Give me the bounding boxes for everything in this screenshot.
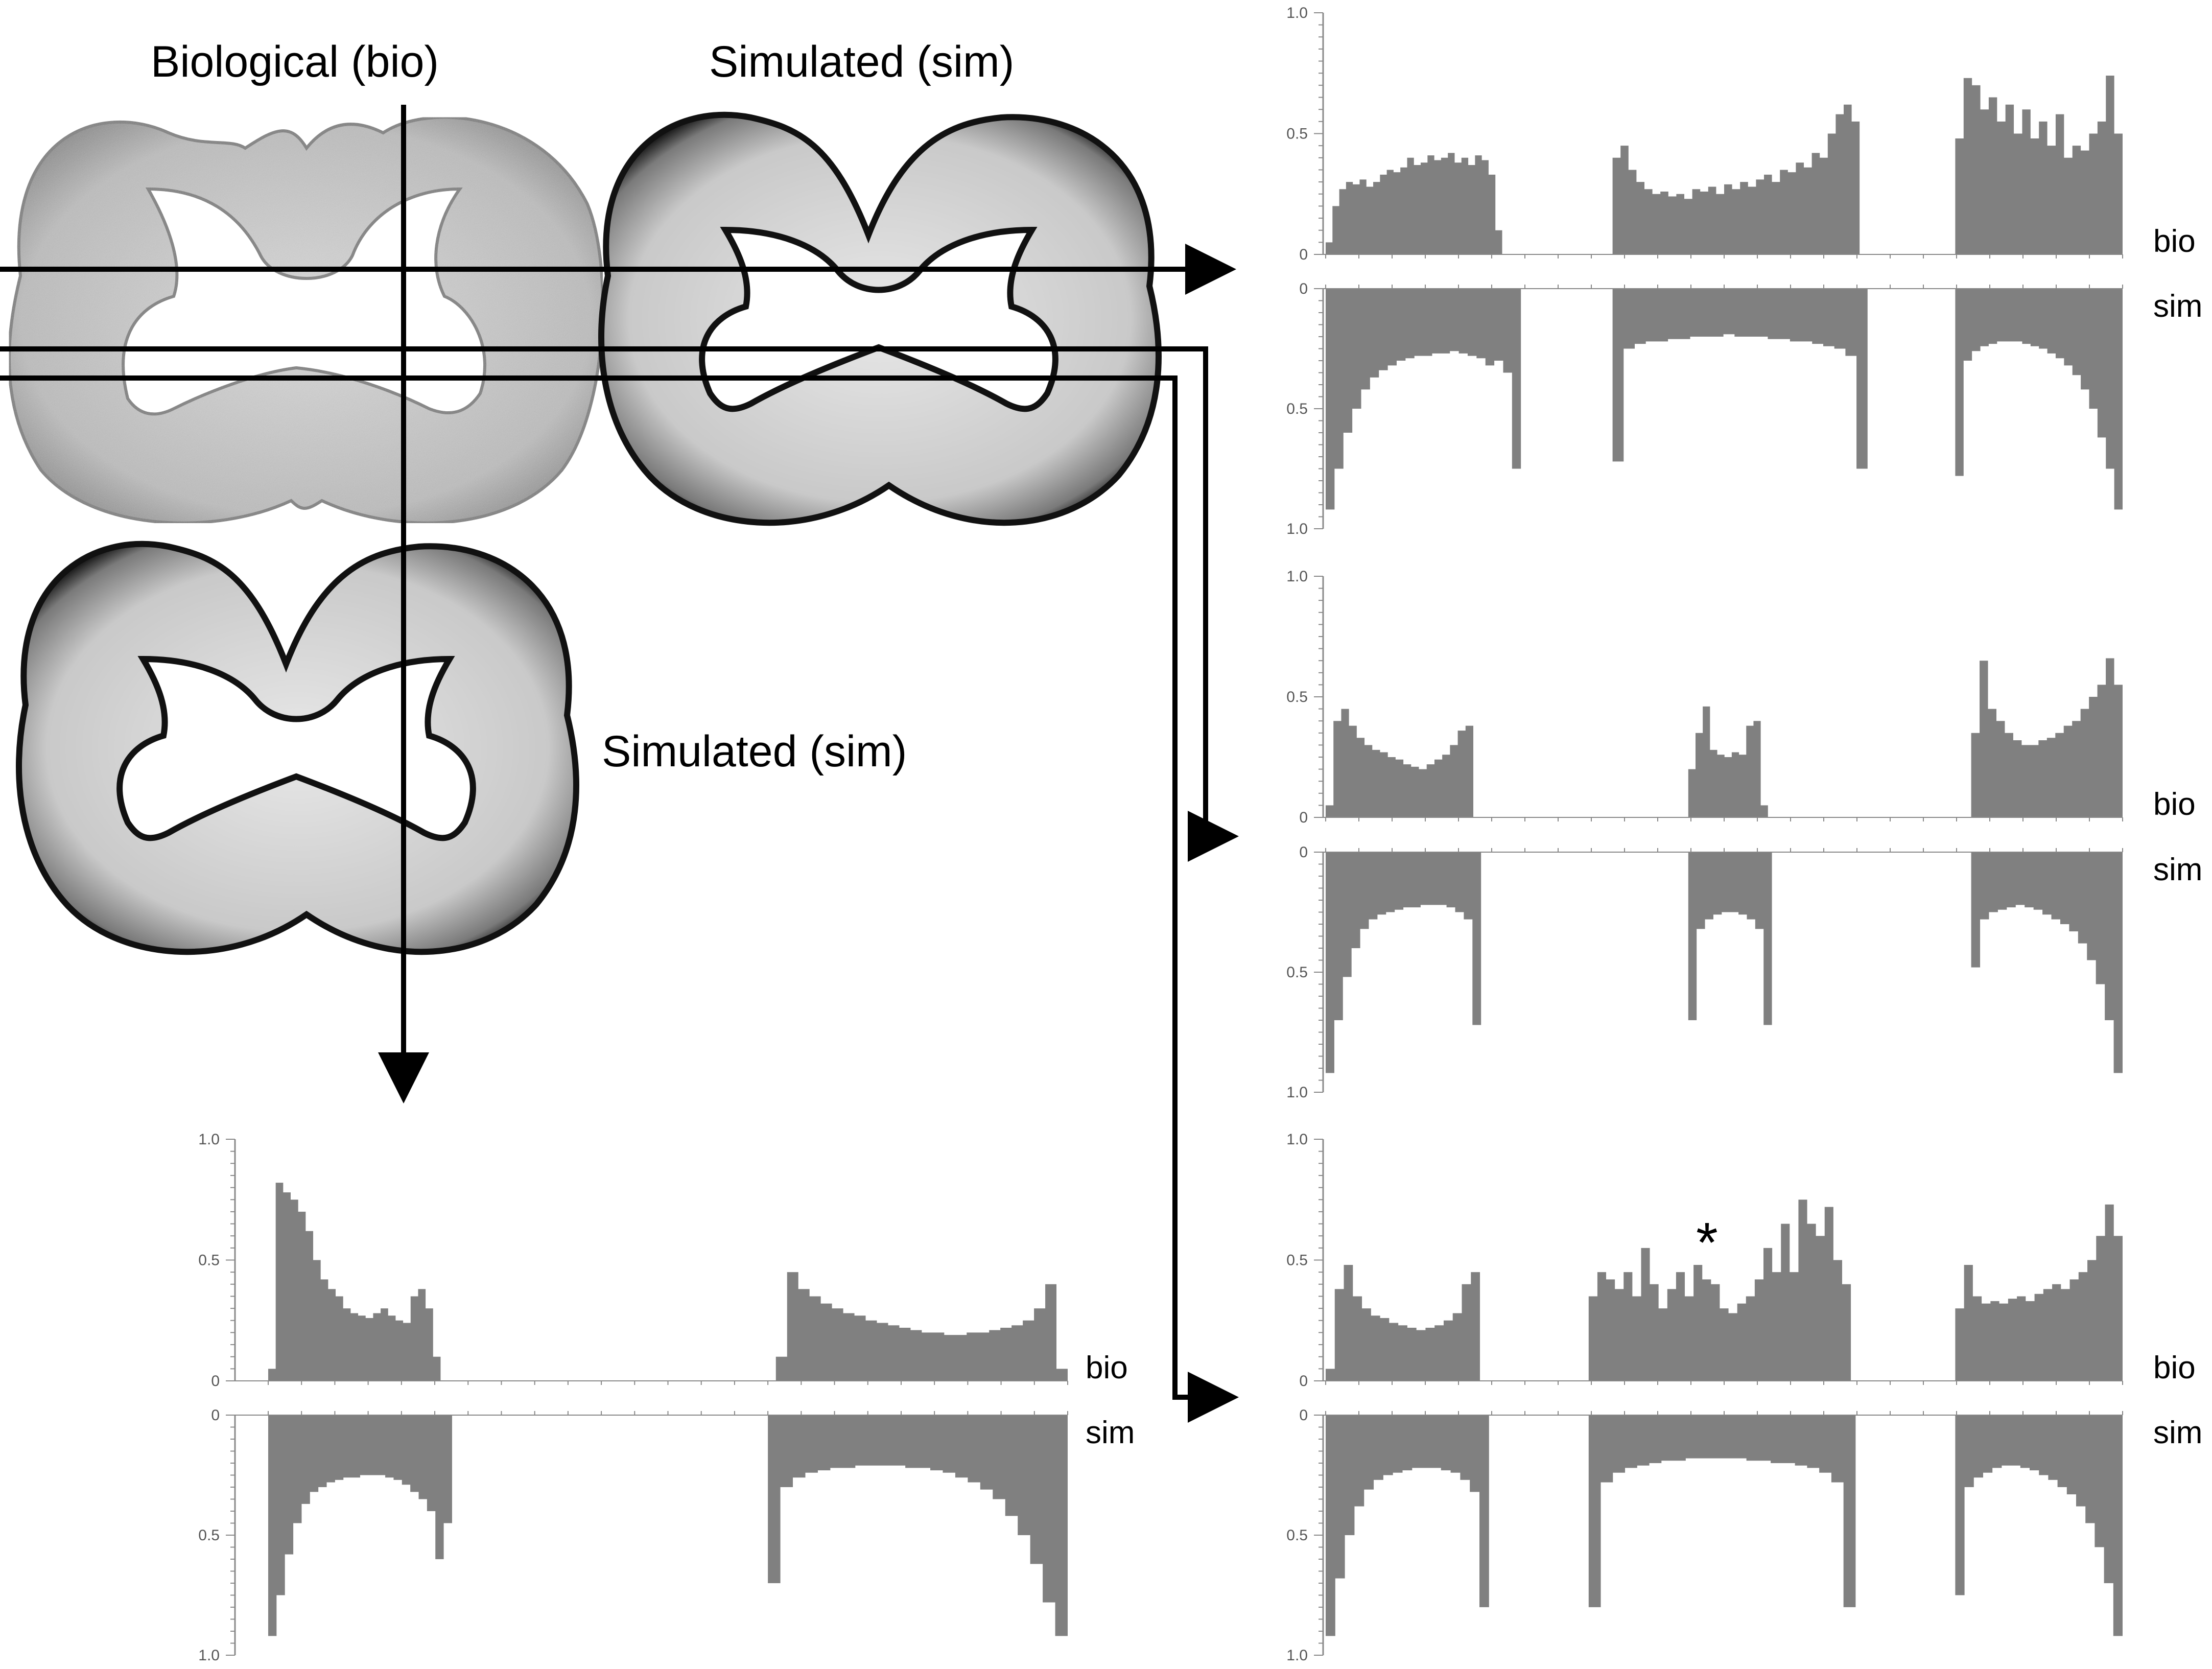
sim-label: sim: [1086, 1415, 1135, 1450]
bio-tick-label: 1.0: [198, 1131, 220, 1148]
scan-line-2: [0, 346, 1239, 862]
bio-area-segment-1: [1326, 1264, 1489, 1381]
profile-chart-vertical: 1.0 0.5 0 0 0.5 1.0 bio sim: [198, 1131, 1135, 1664]
bio-tick-label: 0.5: [1286, 1252, 1308, 1269]
bio-tissue-section: [7, 115, 604, 525]
bio-area-segment-1: [1326, 153, 1509, 254]
sim-tick-label: 0.5: [1286, 964, 1308, 981]
bio-tick-label: 1.0: [1286, 5, 1308, 21]
sim-area-segment-1: [1326, 289, 1521, 510]
sim-label: sim: [2153, 1415, 2202, 1450]
sim-tick-label: 0: [1299, 844, 1308, 861]
sim-label: sim: [2153, 289, 2202, 324]
sim-area-segment-1: [1326, 1415, 1489, 1636]
bio-area-segment-1: [1326, 709, 1481, 817]
bio-tick-label: 0.5: [198, 1252, 220, 1269]
bio-label: bio: [2153, 1350, 2196, 1385]
sim-area-segment-1: [268, 1415, 452, 1636]
bio-area-segment-2: [1612, 104, 1868, 255]
bio-tick-label: 0: [1299, 246, 1308, 263]
sim-area-segment-1: [1326, 852, 1481, 1073]
sim-tick-label: 0.5: [1286, 1527, 1308, 1544]
sim-tick-label: 0.5: [198, 1527, 220, 1544]
bio-area-segment-3: [1955, 1204, 2123, 1381]
sim-tick-label: 0.5: [1286, 401, 1308, 417]
sim-area-segment-2: [768, 1415, 1068, 1636]
sim-tick-label: 0: [1299, 1407, 1308, 1424]
bio-area-segment-2: [775, 1272, 1068, 1381]
bio-tick-label: 0.5: [1286, 126, 1308, 143]
sim-title-top: Simulated (sim): [709, 37, 1014, 86]
bio-tick-label: 0: [211, 1373, 220, 1390]
bio-area-segment-2: [1588, 1200, 1860, 1381]
sim-tissue-section-bottom: [15, 540, 579, 955]
bio-tick-label: 0: [1299, 809, 1308, 826]
sim-tick-label: 0: [211, 1407, 220, 1424]
bio-label: bio: [2153, 787, 2196, 822]
sim-tick-label: 0: [1299, 280, 1308, 297]
sim-tick-label: 1.0: [1286, 521, 1308, 537]
scan-line-3: [0, 375, 1239, 1423]
bio-tick-label: 0: [1299, 1373, 1308, 1390]
sim-area-segment-2: [1588, 1415, 1856, 1607]
sim-title-bottom: Simulated (sim): [602, 727, 907, 776]
sim-tick-label: 1.0: [1286, 1647, 1308, 1664]
bio-tick-label: 1.0: [1286, 1131, 1308, 1148]
profile-chart-line-2: 1.0 0.5 0 0 0.5 1.0 bio sim: [1286, 568, 2202, 1101]
bio-area-segment-1: [268, 1183, 449, 1381]
sim-area-segment-3: [1955, 289, 2123, 510]
sim-tick-label: 1.0: [198, 1647, 220, 1664]
sim-label: sim: [2153, 852, 2202, 887]
sim-area-segment-2: [1612, 289, 1868, 469]
sim-area-segment-3: [1971, 852, 2123, 1073]
bio-area-segment-3: [1971, 658, 2123, 817]
scan-arrows: [0, 105, 1239, 1423]
bio-area-segment-2: [1688, 706, 1768, 817]
sim-area-segment-3: [1955, 1415, 2123, 1636]
bio-area-segment-3: [1955, 75, 2123, 255]
profile-chart-line-1: 1.0 0.5 0 0 0.5 1.0 bio sim: [1286, 5, 2202, 537]
annotation-star: *: [1696, 1211, 1718, 1274]
bio-tick-label: 0.5: [1286, 689, 1308, 706]
bio-label: bio: [2153, 224, 2196, 259]
sim-tick-label: 1.0: [1286, 1084, 1308, 1101]
sim-area-segment-2: [1688, 852, 1772, 1025]
bio-label: bio: [1086, 1350, 1128, 1385]
sim-tissue-section-top: [598, 111, 1162, 526]
bio-title: Biological (bio): [151, 37, 439, 86]
bio-tick-label: 1.0: [1286, 568, 1308, 585]
profile-chart-line-3: 1.0 0.5 0 0 0.5 1.0 bio sim: [1286, 1131, 2202, 1664]
